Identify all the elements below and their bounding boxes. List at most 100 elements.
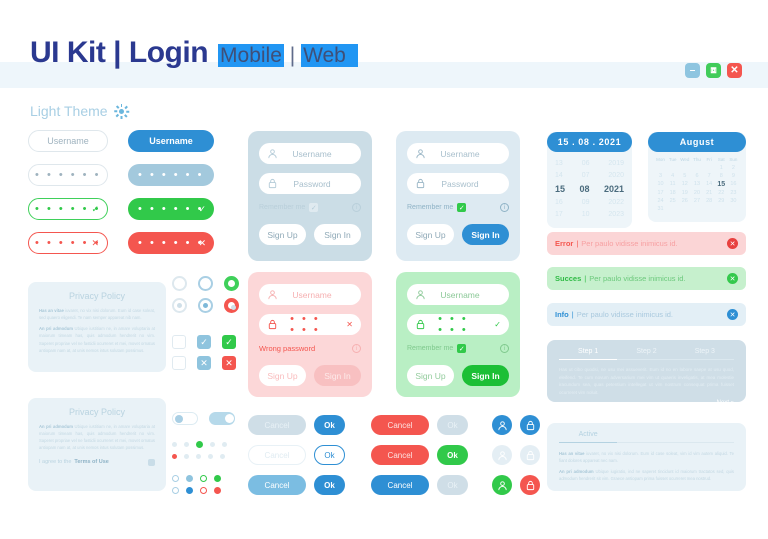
password-input-outline[interactable]: • • • • • •	[28, 164, 108, 186]
calendar-day[interactable]: 2	[731, 165, 735, 171]
sign-in-button[interactable]: Sign In	[314, 224, 361, 245]
checkbox-green-checked[interactable]: ✓	[222, 335, 236, 349]
radio-blue[interactable]	[198, 276, 213, 291]
sign-in-button[interactable]: Sign In	[314, 365, 361, 386]
info-icon[interactable]: i	[500, 344, 509, 353]
username-input-outline[interactable]: Username	[28, 130, 108, 152]
dot-ring-green[interactable]	[200, 475, 207, 482]
ok-button[interactable]: Ok	[314, 475, 345, 495]
calendar-day[interactable]: 30	[730, 198, 737, 204]
remember-me-checkbox[interactable]: ✓	[457, 344, 467, 353]
cancel-button-red[interactable]: Cancel	[371, 415, 429, 435]
info-icon[interactable]: i	[500, 203, 509, 212]
calendar-day[interactable]: 5	[683, 173, 687, 179]
tab-second[interactable]	[617, 431, 676, 443]
calendar-day[interactable]: 7	[707, 173, 711, 179]
username-field[interactable]: Username	[407, 284, 509, 305]
password-input-filled-valid[interactable]: • • • • • •✓	[128, 198, 214, 220]
dot-active[interactable]	[172, 454, 177, 459]
radio-green[interactable]	[224, 276, 239, 291]
calendar-day[interactable]: 1	[719, 165, 723, 171]
checkbox-blue-cross[interactable]: ✕	[197, 356, 211, 370]
calendar-day[interactable]: 26	[681, 198, 688, 204]
cancel-button-ghost[interactable]: Cancel	[248, 445, 306, 465]
calendar-day-selected[interactable]: 15	[717, 181, 726, 188]
calendar-day[interactable]: 3	[658, 173, 663, 179]
clear-icon[interactable]: ✕	[346, 320, 353, 329]
calendar-day[interactable]: 12	[681, 181, 688, 187]
remember-me-row[interactable]: Remember me ✓ i	[407, 203, 509, 212]
password-input-invalid[interactable]: • • • • • •✕	[28, 232, 108, 254]
sign-up-button[interactable]: Sign Up	[407, 365, 454, 386]
dot[interactable]	[208, 454, 213, 459]
calendar-day[interactable]: 9	[731, 173, 735, 179]
dot[interactable]	[222, 442, 227, 447]
dot-active[interactable]	[196, 441, 203, 448]
username-field[interactable]: Username	[407, 143, 509, 164]
checkbox-empty[interactable]	[172, 335, 186, 349]
password-field[interactable]: Password	[259, 173, 361, 194]
calendar-day[interactable]: 22	[718, 190, 725, 196]
calendar-day[interactable]: 4	[671, 173, 675, 179]
dot-green[interactable]	[214, 475, 221, 482]
dot[interactable]	[210, 442, 215, 447]
maximize-icon[interactable]: ⧈	[706, 63, 721, 78]
calendar-day[interactable]: 6	[695, 173, 699, 179]
password-input-filled-invalid[interactable]: • • • • • •✕	[128, 232, 214, 254]
dot-ring-blue[interactable]	[172, 487, 179, 494]
cancel-button-soft-blue[interactable]: Cancel	[248, 475, 306, 495]
alert-close-icon[interactable]: ✕	[727, 238, 738, 249]
calendar-day[interactable]: 23	[730, 190, 737, 196]
calendar-day[interactable]: 18	[669, 190, 676, 196]
alert-close-icon[interactable]: ✕	[727, 309, 738, 320]
radio-blue-selected[interactable]	[198, 298, 213, 313]
ok-button-outline[interactable]: Ok	[314, 445, 345, 465]
dot-red[interactable]	[214, 487, 221, 494]
dot[interactable]	[184, 442, 189, 447]
password-field[interactable]: • • • • • • ✕	[259, 313, 361, 335]
radio-red-selected[interactable]	[224, 298, 239, 313]
calendar-day[interactable]: 10	[657, 181, 664, 187]
ok-button-green[interactable]: Ok	[437, 445, 468, 465]
tab-active[interactable]: Active	[559, 431, 618, 443]
calendar-day[interactable]: 21	[706, 190, 713, 196]
remember-me-checkbox[interactable]: ✓	[457, 203, 467, 212]
calendar-day[interactable]: 19	[681, 190, 688, 196]
sign-in-button[interactable]: Sign In	[462, 365, 509, 386]
dot-blue-solid[interactable]	[186, 487, 193, 494]
tab-third[interactable]	[675, 431, 734, 443]
agree-checkbox[interactable]	[148, 458, 155, 466]
dot[interactable]	[220, 454, 225, 459]
calendar-day[interactable]: 16	[730, 181, 737, 187]
dot[interactable]	[172, 442, 177, 447]
terms-agree-row[interactable]: I agree to the Terms of Use	[39, 458, 155, 466]
dot[interactable]	[196, 454, 201, 459]
password-input-filled[interactable]: • • • • • •	[128, 164, 214, 186]
password-field[interactable]: • • • • • • ✓	[407, 313, 509, 335]
password-input-valid[interactable]: • • • • • •✓	[28, 198, 108, 220]
minimize-icon[interactable]: –	[685, 63, 700, 78]
close-icon[interactable]: ✕	[727, 63, 742, 78]
user-avatar-button[interactable]	[492, 415, 512, 435]
calendar-day[interactable]: 11	[669, 181, 676, 187]
calendar-day[interactable]: 20	[693, 190, 701, 196]
remember-me-row[interactable]: Remember me ✓ i	[407, 344, 509, 353]
date-picker-header[interactable]: 15 . 08 . 2021	[547, 132, 632, 152]
lock-avatar-button-red[interactable]	[520, 475, 540, 495]
password-field[interactable]: Password	[407, 173, 509, 194]
calendar-day[interactable]: 25	[669, 198, 676, 204]
cancel-button-blue[interactable]: Cancel	[371, 475, 429, 495]
sign-up-button[interactable]: Sign Up	[407, 224, 454, 245]
checkbox-red-cross[interactable]: ✕	[222, 356, 236, 370]
dot-blue[interactable]	[186, 475, 193, 482]
calendar-day[interactable]: 24	[657, 198, 664, 204]
calendar-day[interactable]: 31	[657, 206, 664, 212]
terms-link[interactable]: Terms of Use	[74, 459, 109, 466]
info-icon[interactable]: i	[352, 344, 361, 353]
step-tab-2[interactable]: Step 2	[617, 348, 676, 360]
cancel-button[interactable]: Cancel	[248, 415, 306, 435]
